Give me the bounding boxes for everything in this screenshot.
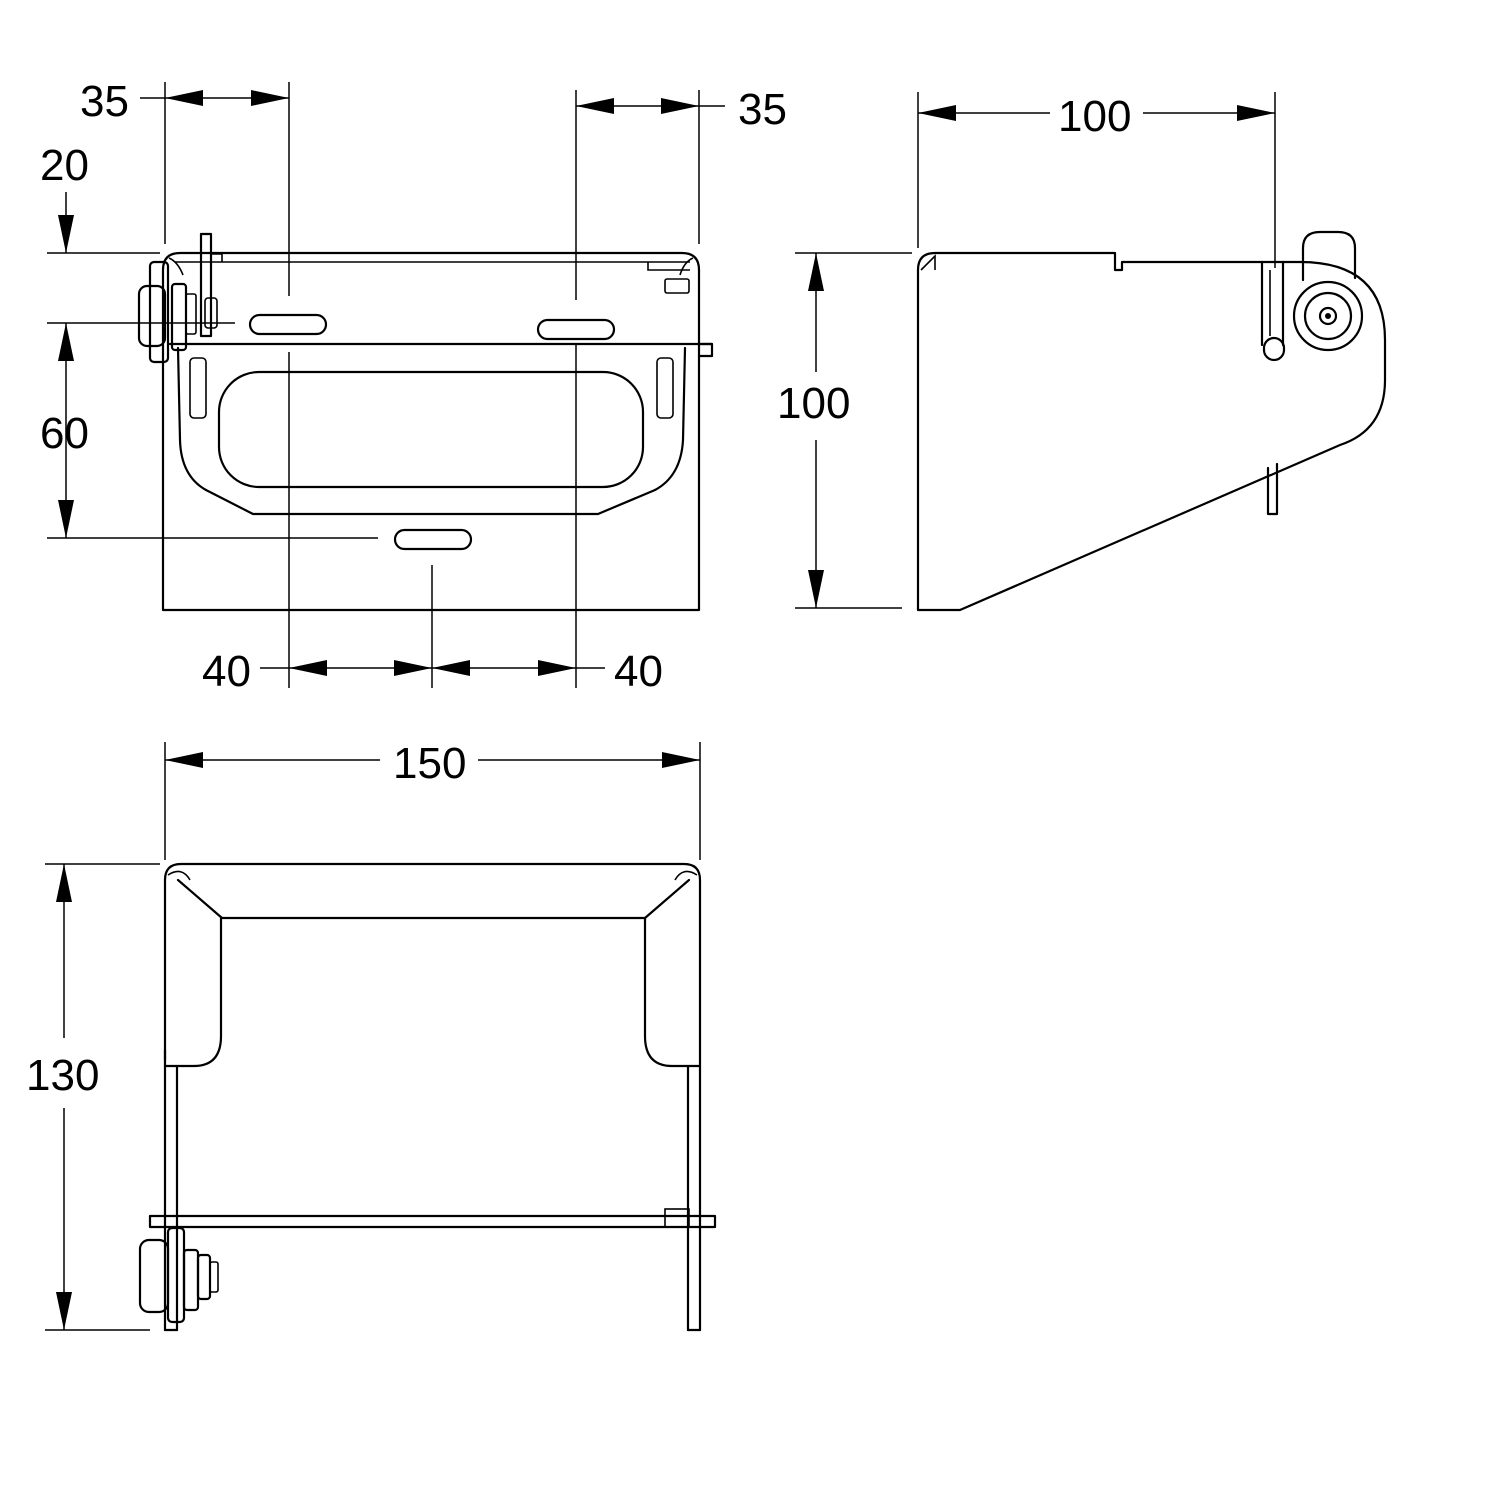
dim-label-130: 130	[26, 1051, 99, 1100]
front-view	[137, 232, 714, 612]
dim-label-150: 150	[393, 739, 466, 788]
dim-label-100-height: 100	[777, 379, 850, 428]
dim-label-100-width: 100	[1058, 92, 1131, 141]
dim-label-40-left: 40	[202, 647, 251, 696]
dim-label-60: 60	[40, 409, 89, 458]
dim-label-35-right: 35	[738, 85, 787, 134]
top-dimensions	[45, 742, 701, 1331]
dim-label-40-right: 40	[614, 647, 663, 696]
side-view	[916, 230, 1387, 612]
side-dimensions	[795, 92, 1276, 609]
dim-label-35-left: 35	[80, 77, 129, 126]
dim-label-20: 20	[40, 141, 89, 190]
top-view	[138, 862, 717, 1332]
front-dimensions	[47, 82, 725, 688]
